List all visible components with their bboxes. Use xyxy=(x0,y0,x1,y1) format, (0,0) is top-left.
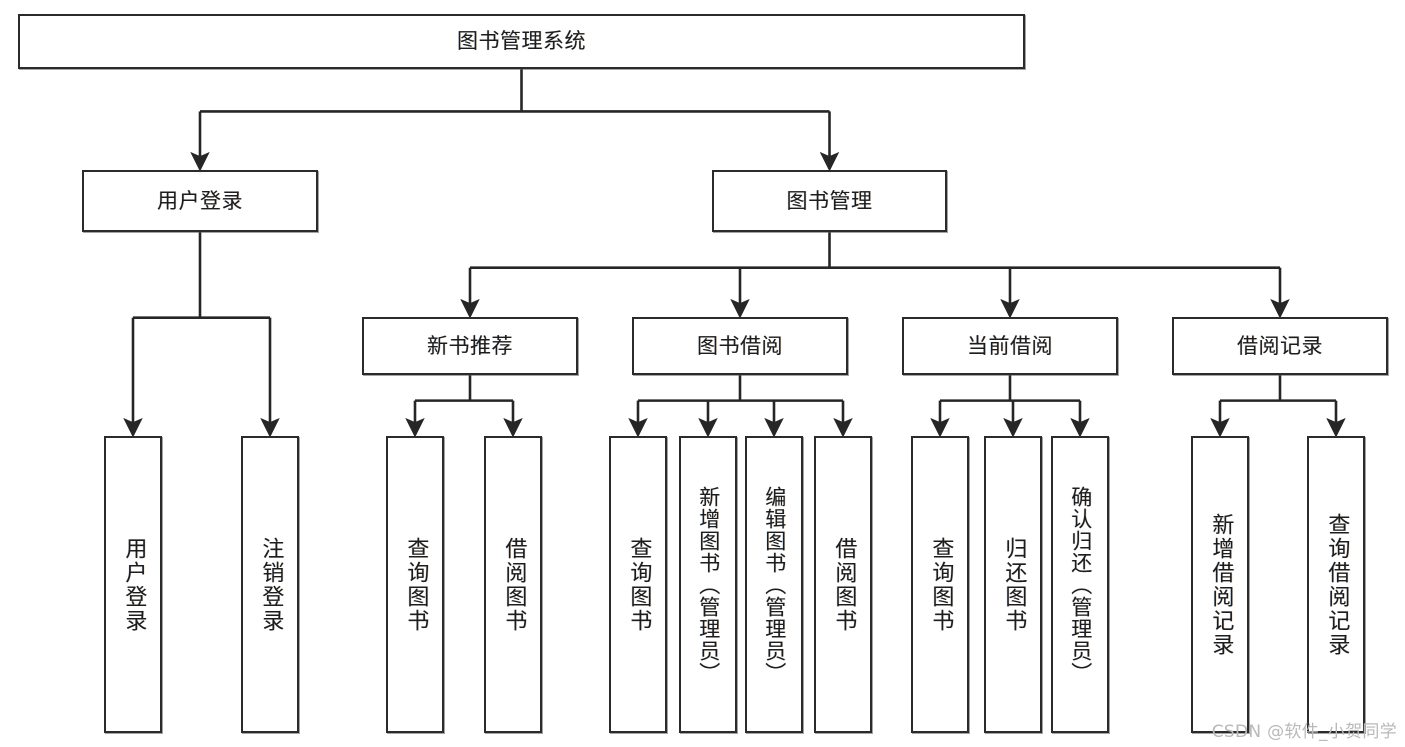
node-label: 借阅图书 xyxy=(501,536,527,633)
node-label: 查询图书 xyxy=(403,536,429,633)
node-label: 新增借阅记录 xyxy=(1208,512,1234,657)
node-label: 注销登录 xyxy=(258,536,284,633)
node-new-book-rec: 新书推荐 xyxy=(362,317,578,375)
node-leaf-add-record: 新增借阅记录 xyxy=(1191,436,1249,733)
node-label: 用户登录 xyxy=(157,188,243,213)
node-label: 借阅图书 xyxy=(831,536,857,633)
node-leaf-add-book: 新增图书（管理员） xyxy=(679,436,737,733)
node-label: 归还图书 xyxy=(1001,536,1027,633)
node-label: 图书借阅 xyxy=(697,333,783,358)
node-leaf-query-book-2: 查询图书 xyxy=(609,436,667,733)
node-borrow-record: 借阅记录 xyxy=(1172,317,1388,375)
node-leaf-borrow-book-1: 借阅图书 xyxy=(484,436,542,733)
node-leaf-query-book-3: 查询图书 xyxy=(911,436,969,733)
node-label: 查询图书 xyxy=(626,536,652,633)
node-label: 图书管理系统 xyxy=(457,29,586,54)
node-label: 借阅记录 xyxy=(1237,333,1323,358)
node-label: 确认归还（管理员） xyxy=(1068,485,1093,684)
node-leaf-user-logout: 注销登录 xyxy=(241,436,299,733)
node-label: 新书推荐 xyxy=(427,333,513,358)
node-leaf-user-login: 用户登录 xyxy=(104,436,162,733)
node-book-borrow: 图书借阅 xyxy=(632,317,848,375)
node-label: 当前借阅 xyxy=(967,333,1053,358)
node-label: 查询图书 xyxy=(928,536,954,633)
node-label: 用户登录 xyxy=(121,536,147,633)
node-leaf-confirm-return: 确认归还（管理员） xyxy=(1051,436,1109,733)
node-label: 查询借阅记录 xyxy=(1324,512,1350,657)
watermark-text: CSDN @软件_小贺同学 xyxy=(1211,722,1397,742)
node-root: 图书管理系统 xyxy=(18,14,1025,69)
node-leaf-query-record: 查询借阅记录 xyxy=(1307,436,1365,733)
node-leaf-borrow-book-2: 借阅图书 xyxy=(814,436,872,733)
node-leaf-edit-book: 编辑图书（管理员） xyxy=(745,436,803,733)
node-leaf-query-book-1: 查询图书 xyxy=(386,436,444,733)
node-leaf-return-book: 归还图书 xyxy=(984,436,1042,733)
node-current-borrow: 当前借阅 xyxy=(902,317,1118,375)
node-label: 新增图书（管理员） xyxy=(696,485,721,684)
node-label: 编辑图书（管理员） xyxy=(762,485,787,684)
node-book-manage: 图书管理 xyxy=(712,170,947,232)
node-user-login: 用户登录 xyxy=(82,170,318,232)
node-label: 图书管理 xyxy=(786,188,873,213)
